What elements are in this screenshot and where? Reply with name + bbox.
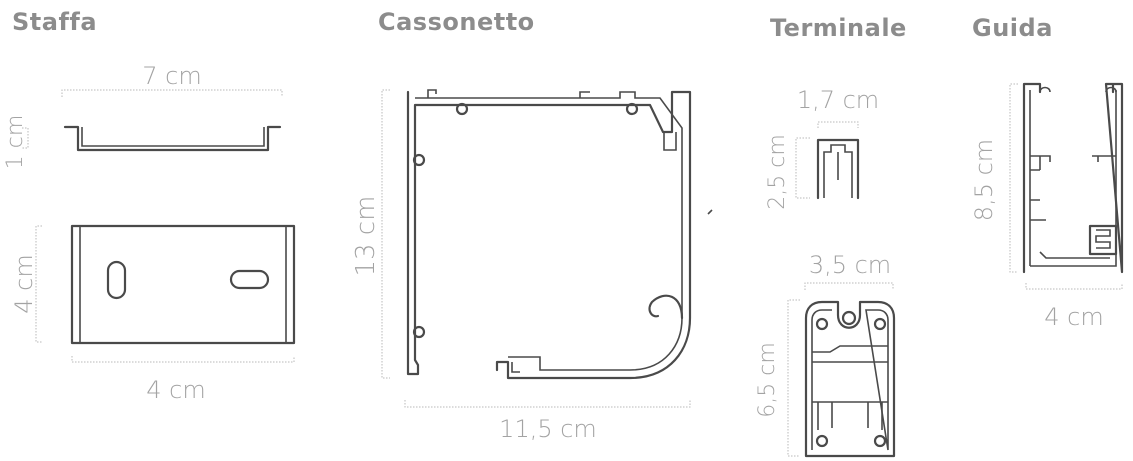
staffa-profile: 7 cm 1 cm (3, 62, 283, 170)
title-guida: Guida (972, 14, 1053, 42)
cassonetto-profile: 13 cm 11,5 cm (351, 89, 692, 443)
terminale-height-label: 2,5 cm (765, 134, 790, 210)
terminale2-width-label: 3,5 cm (809, 251, 891, 279)
guida-width-label: 4 cm (1044, 303, 1103, 331)
stray-mark (707, 209, 713, 215)
staffa-slot-horizontal (229, 269, 270, 290)
cassonetto-width-label: 11,5 cm (499, 415, 597, 443)
terminale-large-profile: 3,5 cm 6,5 cm (755, 251, 896, 458)
cassonetto-height-label: 13 cm (351, 196, 381, 277)
staffa-plate-width-label: 4 cm (146, 376, 205, 404)
terminale-small-profile: 1,7 cm 2,5 cm (765, 86, 879, 210)
guida-height-label: 8,5 cm (970, 139, 998, 221)
guida-profile: 8,5 cm 4 cm (970, 82, 1124, 331)
title-staffa: Staffa (12, 8, 98, 36)
staffa-height-label: 1 cm (3, 115, 28, 170)
staffa-slot-vertical (106, 260, 127, 300)
staffa-plate: 4 cm 4 cm (10, 224, 296, 404)
staffa-width-label: 7 cm (142, 62, 201, 90)
title-cassonetto: Cassonetto (378, 8, 535, 36)
title-terminale: Terminale (770, 14, 907, 42)
staffa-plate-height-label: 4 cm (10, 254, 38, 313)
terminale2-height-label: 6,5 cm (755, 342, 780, 418)
terminale-width-label: 1,7 cm (797, 86, 879, 114)
